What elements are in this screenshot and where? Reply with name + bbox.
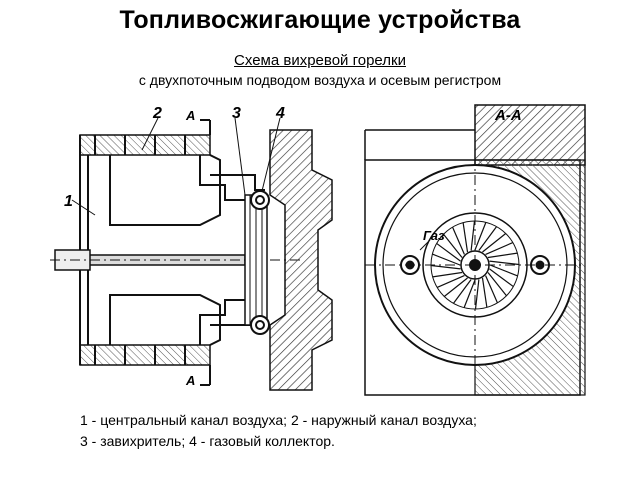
- swirler-blade: [463, 279, 476, 308]
- gas-label: Газ: [423, 228, 445, 243]
- swirler-blade: [478, 226, 498, 251]
- swirler-blade: [436, 242, 461, 262]
- page-title: Топливосжигающие устройства: [119, 6, 521, 34]
- caption-line-1: 1 - центральный канал воздуха; 2 - наруж…: [80, 412, 477, 428]
- casing-bottom-flange: [79, 344, 211, 366]
- label-3: 3: [232, 105, 241, 122]
- refractory-wall: [269, 129, 333, 391]
- swirler-blade: [452, 279, 472, 304]
- section-label-aa: А-А: [494, 107, 522, 124]
- swirler-blade: [430, 264, 461, 270]
- swirler-blade: [485, 242, 514, 255]
- swirler-blade: [474, 222, 487, 251]
- swirler-blade: [436, 275, 465, 288]
- swirler-blade: [485, 275, 498, 304]
- swirler-blade: [470, 220, 476, 251]
- swirler-blade: [489, 268, 514, 288]
- swirler-blade: [443, 233, 463, 258]
- caption-line-2: 3 - завихритель; 4 - газовый коллектор.: [80, 433, 335, 449]
- burner-drawing: 1 2 3 4 А А: [50, 100, 590, 400]
- swirler-blade: [487, 272, 507, 297]
- swirler-blade: [481, 277, 488, 308]
- label-4: 4: [275, 105, 285, 122]
- section-mark-top: А: [185, 108, 195, 123]
- swirler-blades: [430, 220, 520, 310]
- swirler-blade: [474, 279, 480, 310]
- swirler-blade: [452, 226, 465, 255]
- swirler-blade: [482, 233, 507, 253]
- label-1: 1: [64, 193, 73, 210]
- swirler-blade: [432, 253, 461, 266]
- swirler-blade: [489, 260, 520, 266]
- burner-schematic-svg: 1 2 3 4 А А: [50, 104, 586, 396]
- cross-section-aa: [364, 104, 586, 396]
- swirler-blade: [443, 277, 468, 297]
- swirler-blade: [487, 252, 518, 259]
- swirler-blade: [462, 222, 469, 253]
- longitudinal-section: [50, 117, 333, 391]
- section-top-block: [474, 104, 586, 166]
- swirler-blade: [489, 264, 518, 277]
- gas-collector-top: [250, 190, 270, 210]
- label-2: 2: [152, 105, 162, 122]
- legend-caption: 1 - центральный канал воздуха; 2 - наруж…: [80, 410, 620, 452]
- diagram-subtitle: Схема вихревой горелки: [234, 52, 406, 69]
- gas-collector-bottom: [250, 315, 270, 335]
- swirler-blade: [432, 271, 463, 278]
- section-mark-bottom: А: [185, 373, 195, 388]
- diagram-description: с двухпоточным подводом воздуха и осевым…: [138, 72, 502, 88]
